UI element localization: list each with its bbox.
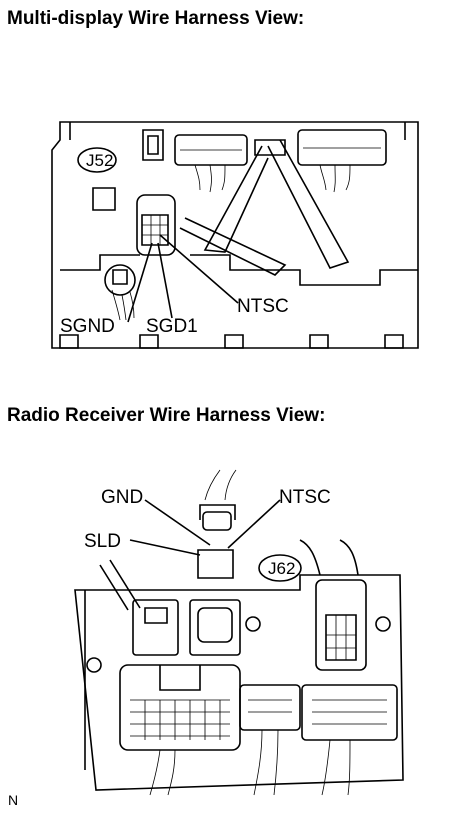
j62-connector (316, 580, 366, 670)
sgnd-label: SGND (60, 316, 115, 337)
radio-receiver-heading: Radio Receiver Wire Harness View: (7, 405, 326, 426)
sgd1-pointer (158, 243, 172, 318)
multi-display-heading: Multi-display Wire Harness View: (7, 8, 305, 29)
gnd-label: GND (101, 487, 144, 508)
multi-display-housing (52, 122, 418, 348)
ntsc-label-radio: NTSC (279, 487, 331, 508)
ntsc-label-multi-display: NTSC (237, 296, 289, 317)
j52-oval (78, 148, 116, 172)
bottom-middle-connector (240, 685, 300, 730)
ntsc-pointer (160, 235, 238, 303)
small-connector (143, 130, 163, 160)
radio-receiver-chassis (75, 575, 403, 790)
figure-code: N (8, 792, 19, 808)
j62-label: J62 (268, 559, 296, 578)
bottom-right-connector (302, 685, 397, 740)
harness-connector-2 (298, 130, 386, 165)
sld-pointer (130, 540, 200, 555)
center-connector (190, 600, 240, 655)
j52-label: J52 (86, 151, 114, 170)
bottom-left-connector (120, 665, 240, 750)
top-harness-connector (200, 505, 235, 520)
sld-label: SLD (84, 531, 121, 552)
j62-oval (259, 555, 301, 581)
gnd-pointer (145, 500, 210, 545)
harness-connector-1 (175, 135, 247, 165)
left-connector (133, 600, 178, 655)
j52-connector (137, 195, 175, 255)
sgnd-pointer (128, 243, 152, 322)
sgd1-label: SGD1 (146, 316, 198, 337)
ntsc-pointer-radio (228, 500, 280, 548)
